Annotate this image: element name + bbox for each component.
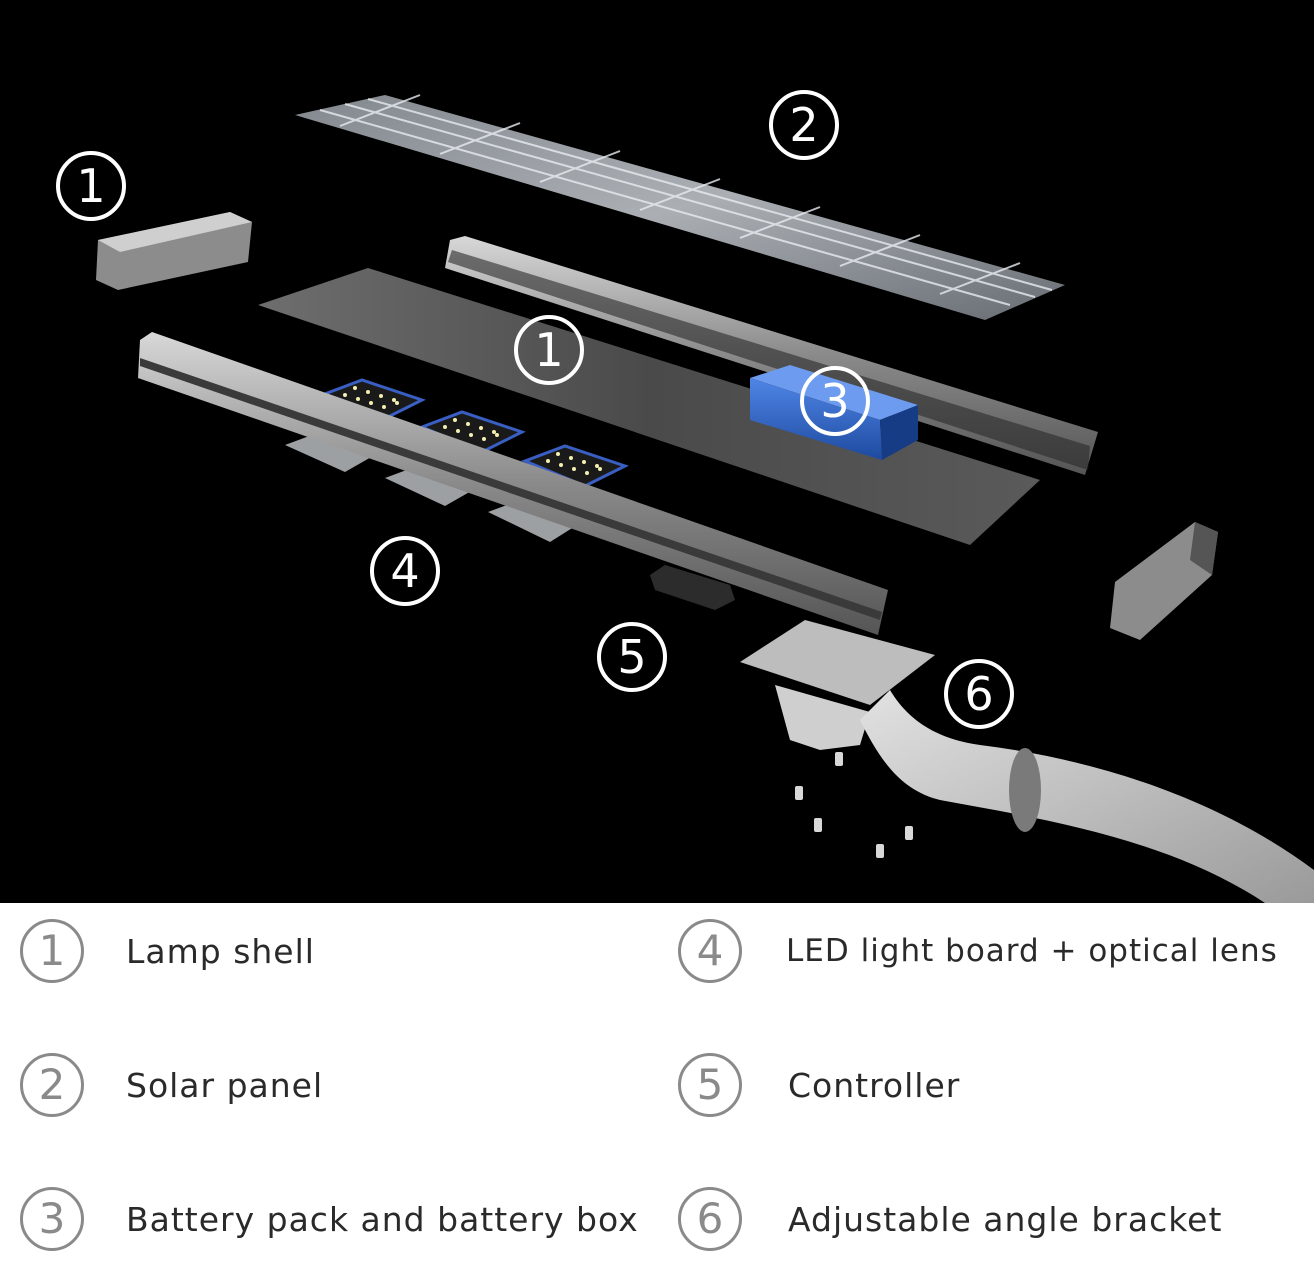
solar-panel	[295, 94, 1065, 320]
legend-item-solar-panel: 2 Solar panel	[20, 1053, 323, 1117]
legend-label: Lamp shell	[126, 931, 315, 971]
callout-2-solar-panel: 2	[769, 90, 839, 160]
exploded-diagram: 1 2 1 3 4 5 6	[0, 0, 1314, 903]
legend-label: Adjustable angle bracket	[788, 1199, 1223, 1239]
legend-number: 1	[20, 919, 84, 983]
callout-3-battery: 3	[800, 366, 870, 436]
legend-label: LED light board + optical lens	[786, 933, 1278, 969]
legend-item-bracket: 6 Adjustable angle bracket	[678, 1187, 1222, 1251]
exploded-view-illustration	[96, 94, 1314, 903]
controller-unit	[650, 565, 735, 610]
end-cap-left	[96, 212, 252, 290]
back-rail	[445, 236, 1098, 475]
legend-item-controller: 5 Controller	[678, 1053, 960, 1117]
legend-number: 5	[678, 1053, 742, 1117]
legend-number: 6	[678, 1187, 742, 1251]
callout-5-controller: 5	[597, 622, 667, 692]
callout-6-bracket: 6	[944, 659, 1014, 729]
callout-1-lamp-shell-left: 1	[56, 151, 126, 221]
legend-item-lamp-shell: 1 Lamp shell	[20, 919, 315, 983]
end-cap-right	[1110, 522, 1218, 640]
legend: 1 Lamp shell 2 Solar panel 3 Battery pac…	[0, 903, 1314, 1269]
legend-label: Controller	[788, 1065, 961, 1105]
legend-item-battery: 3 Battery pack and battery box	[20, 1187, 639, 1251]
screws	[795, 752, 913, 858]
legend-label: Solar panel	[126, 1065, 324, 1105]
legend-label: Battery pack and battery box	[126, 1199, 639, 1239]
legend-item-led-board: 4 LED light board + optical lens	[678, 919, 1278, 983]
base-plate	[258, 268, 1040, 545]
front-rail	[138, 332, 888, 635]
legend-number: 4	[678, 919, 742, 983]
legend-number: 2	[20, 1053, 84, 1117]
adjustable-bracket	[740, 620, 935, 750]
legend-number: 3	[20, 1187, 84, 1251]
callout-1-lamp-shell-center: 1	[514, 315, 584, 385]
led-boards	[285, 378, 629, 542]
street-pole	[860, 690, 1314, 903]
callout-4-led-board: 4	[370, 536, 440, 606]
